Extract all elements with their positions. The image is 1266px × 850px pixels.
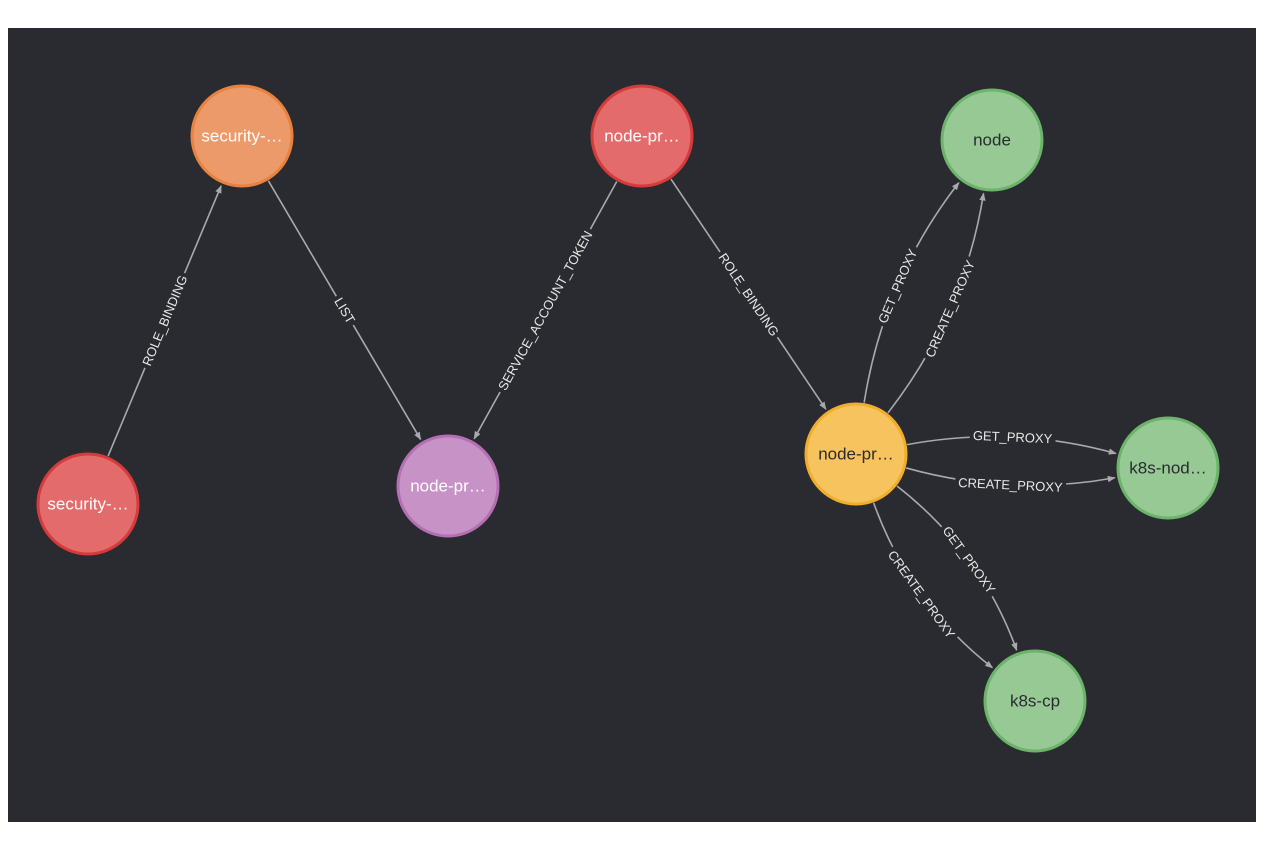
node-label: security-… <box>47 495 128 514</box>
graph-node[interactable]: k8s-cp <box>983 649 1087 753</box>
edge-label: GET_PROXY <box>940 523 999 596</box>
edge-service-account-token[interactable]: SERVICE_ACCOUNT_TOKEN <box>473 181 618 440</box>
edge-create-proxy[interactable]: CREATE_PROXY <box>872 502 994 669</box>
edge-label-bg <box>328 291 361 330</box>
edge-create-proxy[interactable]: CREATE_PROXY <box>905 467 1116 497</box>
edge-label: CREATE_PROXY <box>922 258 978 360</box>
node-circle[interactable] <box>1116 416 1220 520</box>
edge-label-bg <box>920 254 981 363</box>
node-circle[interactable] <box>940 88 1044 192</box>
node-label: node <box>973 131 1011 150</box>
graph-node[interactable]: k8s-nod… <box>1116 416 1220 520</box>
edge-label-bg <box>872 243 923 329</box>
graph-node[interactable]: security-… <box>36 452 140 556</box>
edge-label-bg <box>882 544 961 645</box>
node-circle[interactable] <box>396 434 500 538</box>
edge-line[interactable] <box>896 485 1018 651</box>
edge-label: CREATE_PROXY <box>958 475 1063 495</box>
node-label: security-… <box>201 127 282 146</box>
edge-get-proxy[interactable]: GET_PROXY <box>906 426 1117 455</box>
graph-svg[interactable]: ROLE_BINDING LIST SERVICE_ACCOUNT_TOKEN ROL… <box>8 28 1256 822</box>
node-circle[interactable] <box>983 649 1087 753</box>
edge-create-proxy[interactable]: CREATE_PROXY <box>887 192 986 414</box>
node-circle[interactable] <box>804 402 908 506</box>
edge-line[interactable] <box>863 182 960 403</box>
edge-get-proxy[interactable]: GET_PROXY <box>896 485 1018 651</box>
edge-role-binding[interactable]: ROLE_BINDING <box>670 178 827 410</box>
node-circle[interactable] <box>590 84 694 188</box>
edge-role-binding[interactable]: ROLE_BINDING <box>107 185 222 457</box>
graph-node[interactable]: node-pr… <box>396 434 500 538</box>
edge-label: SERVICE_ACCOUNT_TOKEN <box>495 228 595 393</box>
node-label: node-pr… <box>818 445 894 464</box>
edge-line[interactable] <box>887 192 986 414</box>
edge-label: ROLE_BINDING <box>715 250 781 339</box>
edge-label-bg <box>969 426 1056 448</box>
edge-label: GET_PROXY <box>973 428 1053 446</box>
edge-label-bg <box>137 269 193 372</box>
graph-node[interactable]: security-… <box>190 84 294 188</box>
edge-label-bg <box>936 520 1002 600</box>
node-circle[interactable] <box>36 452 140 556</box>
node-label: node-pr… <box>410 477 486 496</box>
graph-node[interactable]: node <box>940 88 1044 192</box>
nodes-layer: security-… security-… node-pr… node-pr… node… <box>36 84 1220 753</box>
node-label: k8s-nod… <box>1129 459 1206 478</box>
node-label: node-pr… <box>604 127 680 146</box>
node-circle[interactable] <box>190 84 294 188</box>
node-label: k8s-cp <box>1010 692 1060 711</box>
edge-label: ROLE_BINDING <box>139 273 190 368</box>
edge-list[interactable]: LIST <box>267 180 422 441</box>
edge-label: GET_PROXY <box>875 246 920 325</box>
graph-node[interactable]: node-pr… <box>590 84 694 188</box>
edge-label-bg <box>492 225 598 397</box>
graph-node[interactable]: node-pr… <box>804 402 908 506</box>
edge-label: CREATE_PROXY <box>885 548 958 642</box>
edge-line[interactable] <box>872 502 994 669</box>
edges-layer: ROLE_BINDING LIST SERVICE_ACCOUNT_TOKEN ROL… <box>107 178 1117 669</box>
graph-canvas[interactable]: ROLE_BINDING LIST SERVICE_ACCOUNT_TOKEN ROL… <box>8 28 1256 822</box>
edge-get-proxy[interactable]: GET_PROXY <box>863 182 960 403</box>
edge-label-bg <box>954 473 1067 497</box>
edge-label-bg <box>712 247 785 342</box>
